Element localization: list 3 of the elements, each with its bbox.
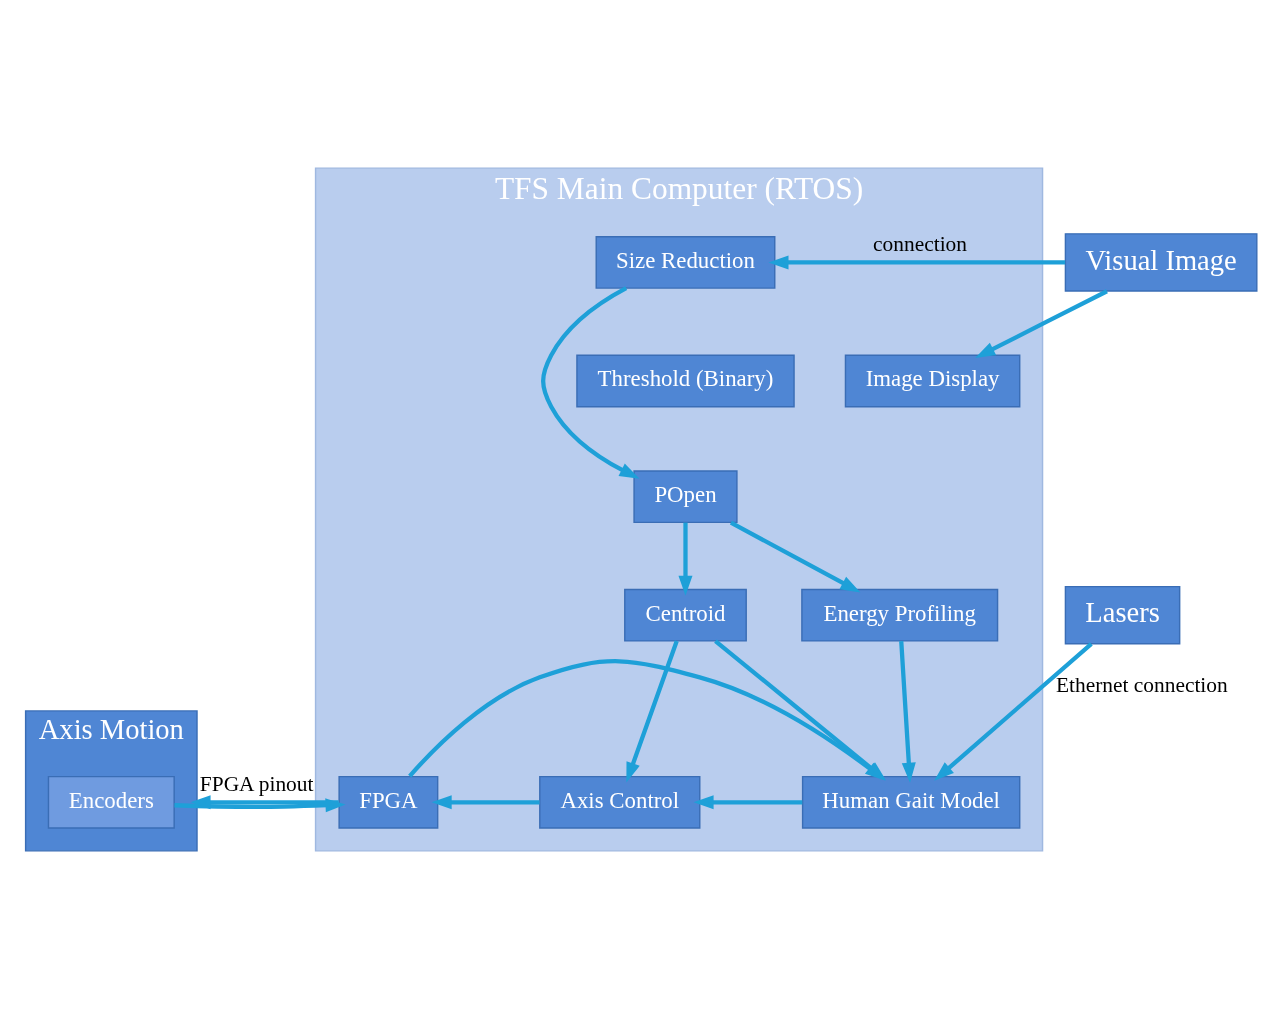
edge-label: Ethernet connection xyxy=(1055,672,1228,697)
edge-label: FPGA pinout xyxy=(199,771,314,796)
edge-label: connection xyxy=(873,231,968,256)
